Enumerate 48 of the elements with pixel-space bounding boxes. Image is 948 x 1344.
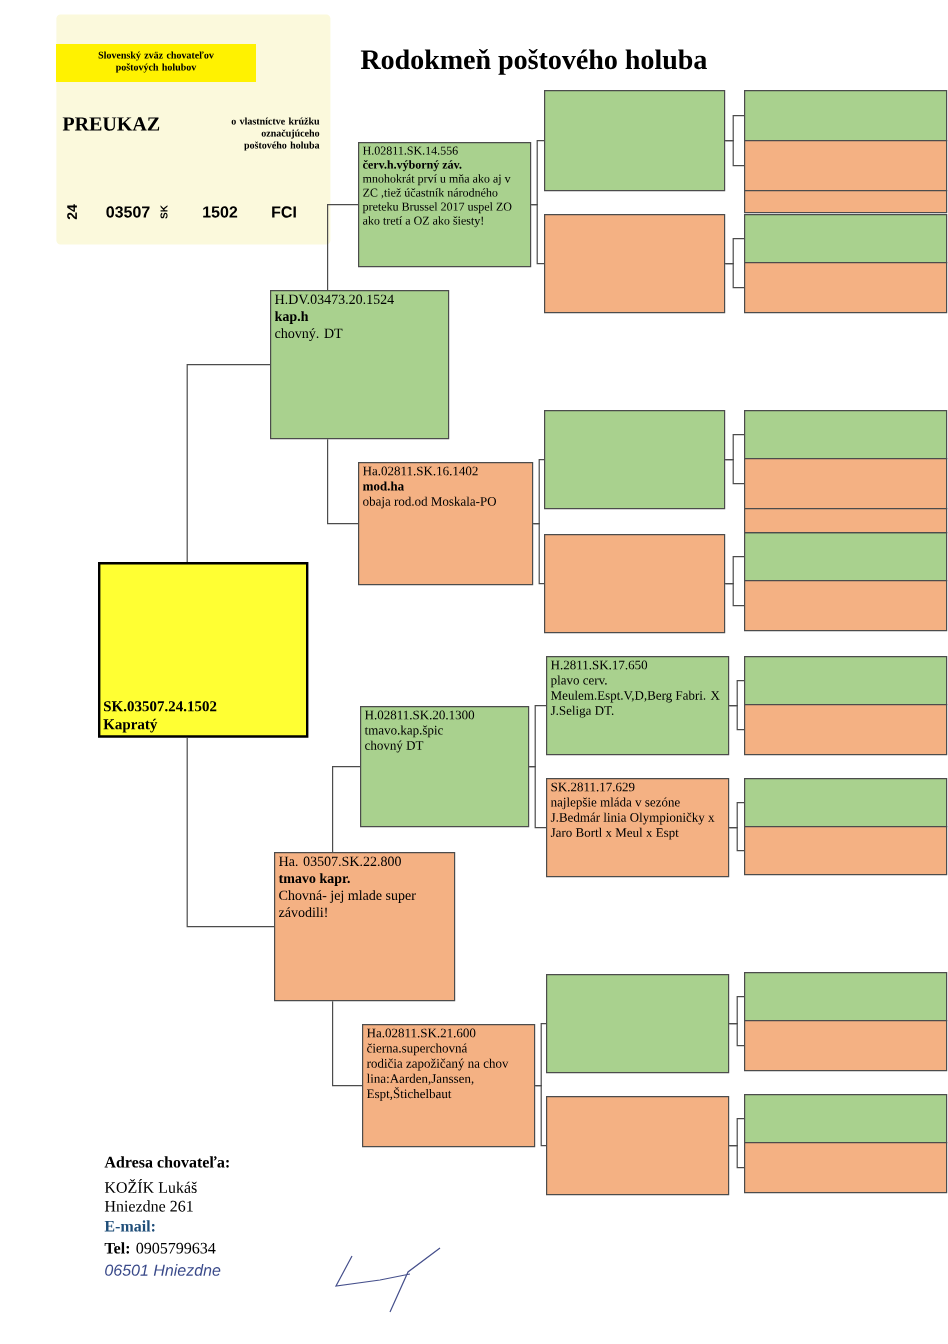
pedigree-box bbox=[744, 90, 948, 142]
pedigree-box bbox=[744, 190, 948, 214]
email-label: E-mail: bbox=[104, 1220, 155, 1232]
pedigree-box bbox=[744, 826, 948, 876]
pedigree-box bbox=[744, 656, 948, 706]
connector-line bbox=[186, 737, 275, 928]
pedigree-box bbox=[744, 778, 948, 828]
connector-line bbox=[724, 140, 745, 167]
pedigree-box bbox=[744, 1142, 948, 1194]
connector-line bbox=[186, 364, 271, 563]
address-text: Hniezdne 261 bbox=[104, 1200, 193, 1212]
connector-line bbox=[724, 583, 745, 607]
pedigree-box bbox=[744, 580, 948, 632]
pedigree-box bbox=[744, 1020, 948, 1072]
pedigree-box bbox=[744, 262, 948, 314]
pedigree-box bbox=[744, 214, 948, 264]
pedigree-box bbox=[744, 972, 948, 1022]
pedigree-box bbox=[546, 974, 730, 1074]
connector-line bbox=[728, 1145, 745, 1169]
address-heading: Adresa chovateľa: bbox=[104, 1156, 229, 1168]
title: Rodokmeň poštového holuba bbox=[360, 49, 707, 75]
connector-line bbox=[728, 827, 745, 852]
pedigree-box bbox=[744, 704, 948, 756]
connector-line bbox=[728, 1023, 745, 1047]
pedigree-box bbox=[546, 1096, 730, 1196]
pedigree-box bbox=[544, 90, 726, 192]
pedigree-box bbox=[744, 410, 948, 460]
connector-line bbox=[724, 263, 745, 289]
address-text: KOŽÍK Lukáš bbox=[104, 1179, 197, 1193]
connector-line bbox=[532, 523, 545, 585]
card-text: PREUKAZ bbox=[62, 117, 160, 131]
phone-text: Tel: 0905799634 bbox=[104, 1242, 216, 1254]
handwritten-text: 06501 Hniezdne bbox=[105, 1264, 221, 1276]
pedigree-box bbox=[744, 508, 948, 534]
pedigree-box bbox=[544, 534, 726, 634]
connector-line bbox=[534, 1085, 547, 1147]
pedigree-box bbox=[744, 532, 948, 582]
card-text: 1502 bbox=[203, 206, 238, 218]
pedigree-box bbox=[744, 1094, 948, 1144]
card-text: 03507 bbox=[106, 206, 150, 218]
card-text: FCI bbox=[272, 206, 296, 218]
connector-line bbox=[728, 705, 745, 731]
connector-line bbox=[528, 766, 547, 829]
pedigree-box bbox=[544, 410, 726, 510]
pedigree-box bbox=[544, 214, 726, 314]
connector-line bbox=[724, 459, 745, 485]
connector-line bbox=[530, 204, 545, 265]
membership-card bbox=[56, 14, 331, 245]
